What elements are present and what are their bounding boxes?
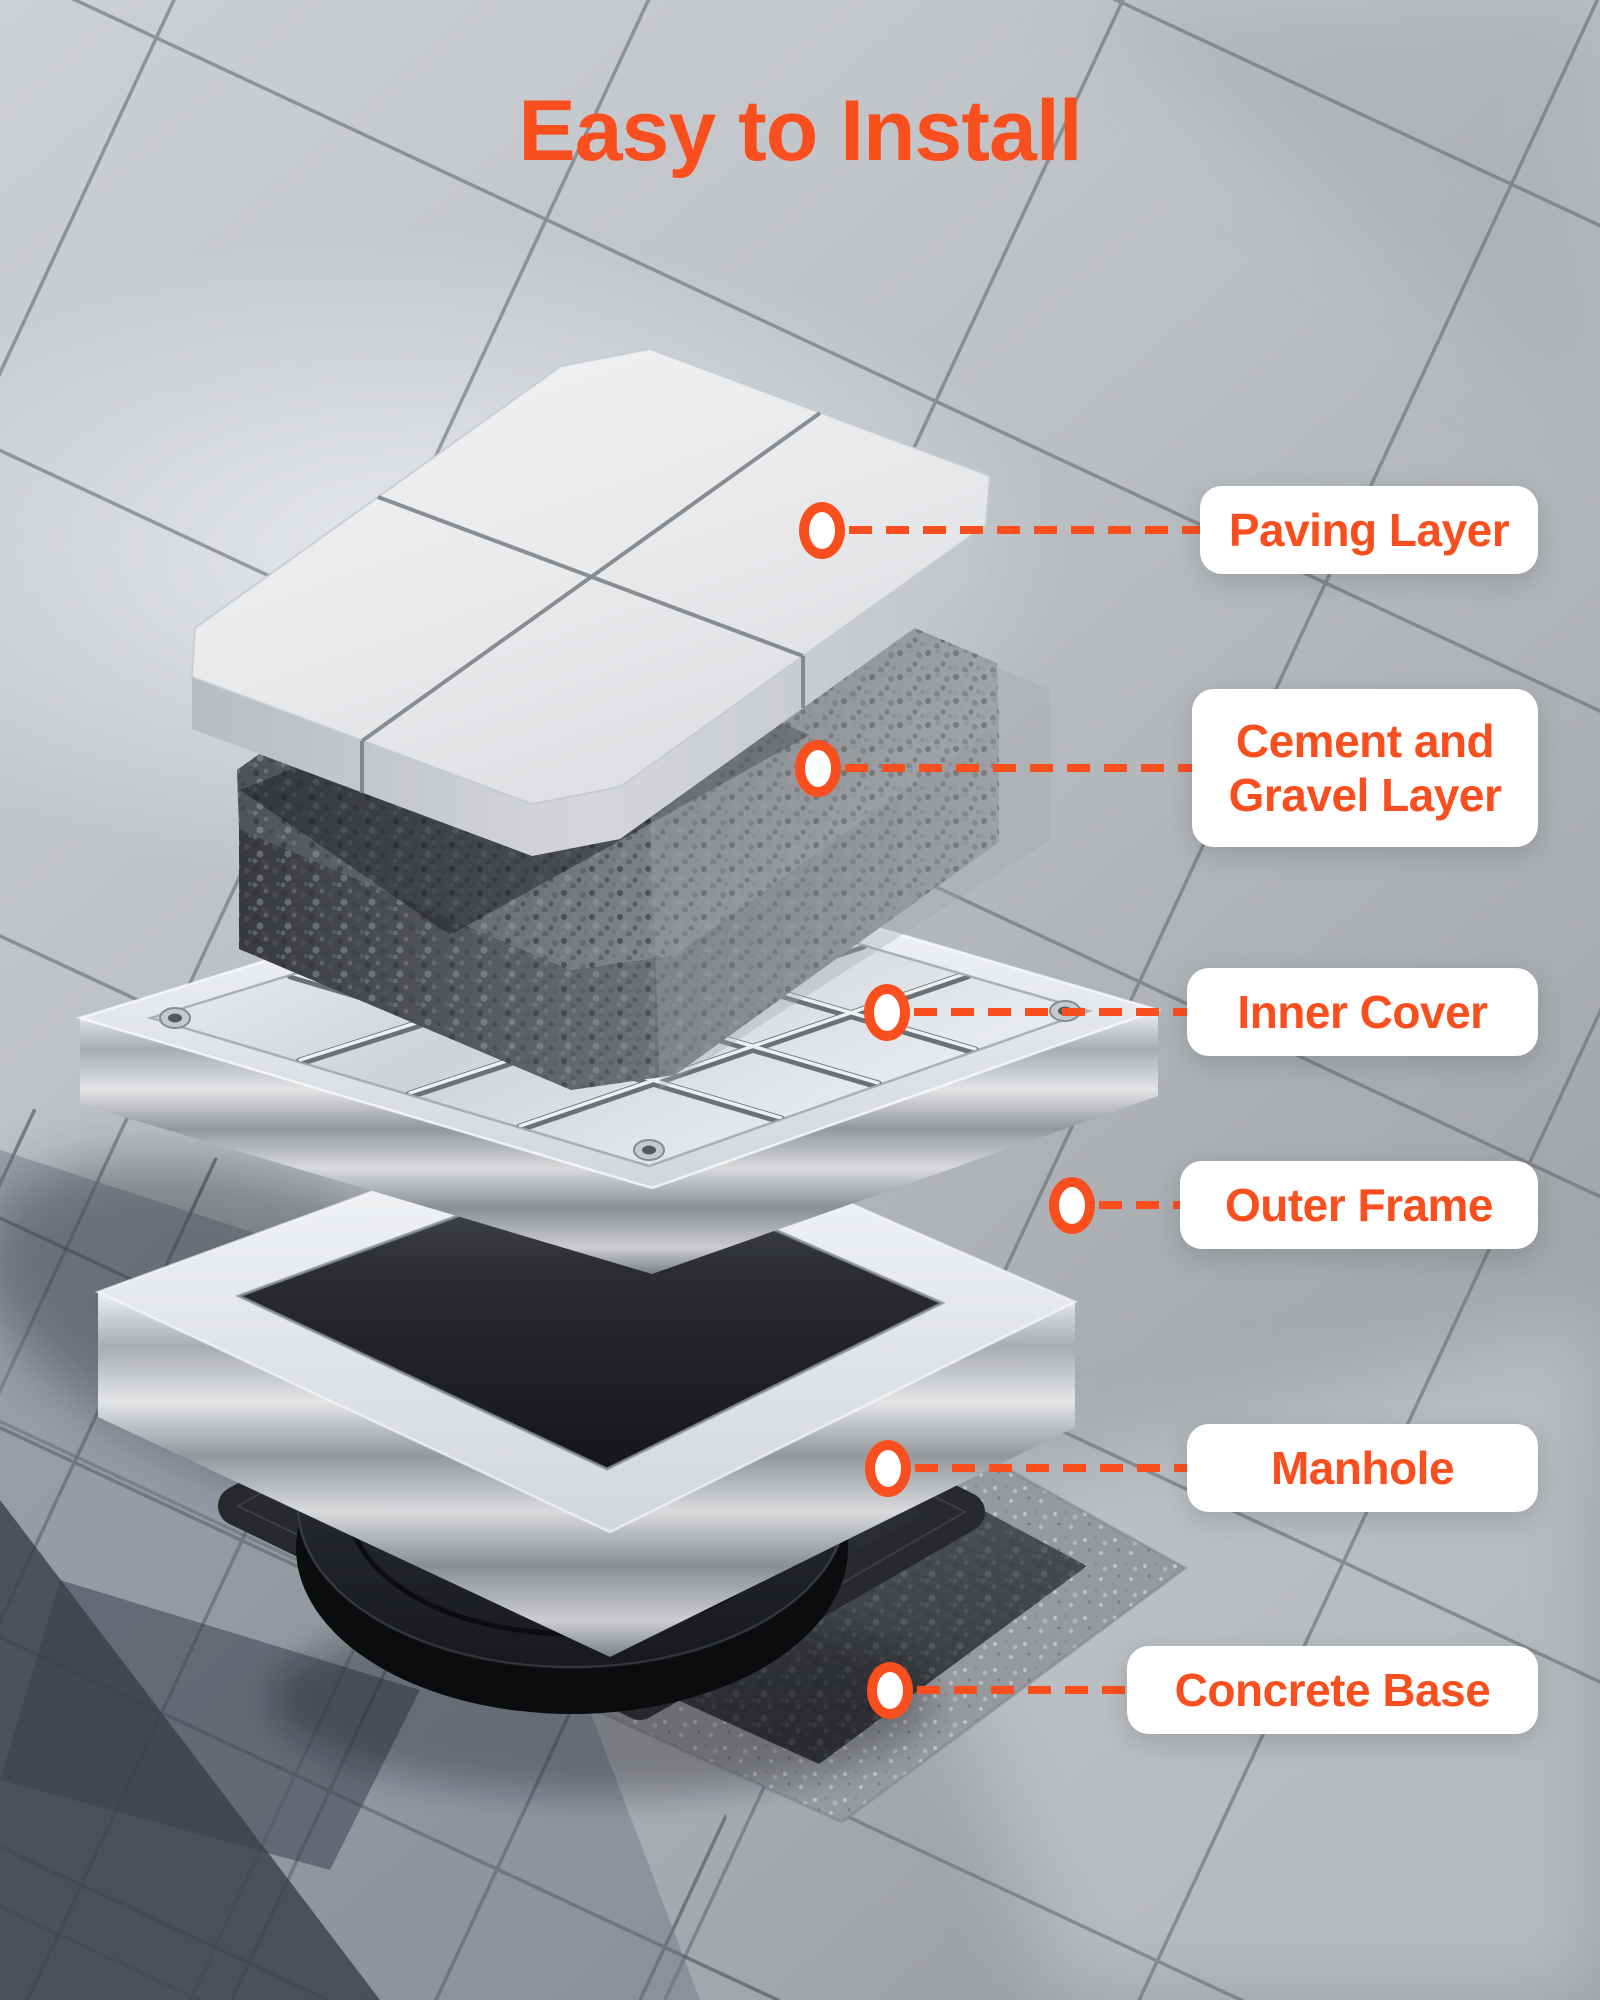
callout-dash-line [1099,1201,1180,1209]
label-cement-gravel-layer: Cement and Gravel Layer [1192,689,1538,847]
label-paving-layer: Paving Layer [1200,486,1538,574]
callout-dash-line [915,1464,1187,1472]
page-title: Easy to Install [518,83,1082,179]
label-outer-frame: Outer Frame [1180,1161,1538,1249]
callout-marker-icon [864,984,910,1041]
label-manhole: Manhole [1187,1424,1538,1512]
callout-dash-line [849,526,1200,534]
callout-dash-line [845,764,1192,772]
paving-layer-graphic [190,347,992,856]
callout-marker-icon [865,1440,911,1497]
label-concrete-base: Concrete Base [1127,1646,1538,1734]
callout-marker-icon [867,1662,913,1719]
callout-dash-line [917,1686,1127,1694]
callout-marker-icon [799,502,845,559]
callout-marker-icon [795,740,841,797]
callout-marker-icon [1049,1177,1095,1234]
callout-dash-line [914,1008,1187,1016]
label-inner-cover: Inner Cover [1187,968,1538,1056]
